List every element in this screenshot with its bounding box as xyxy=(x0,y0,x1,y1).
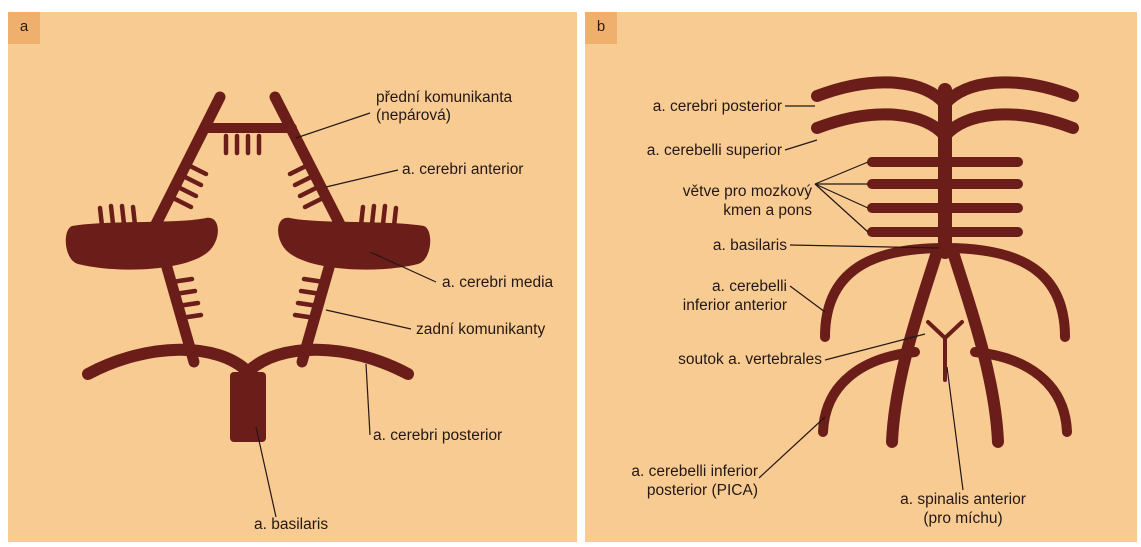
label-spinalis-anterior: a. spinalis anterior xyxy=(900,491,1026,508)
label-cerebelli-superior: a. cerebelli superior xyxy=(647,142,782,159)
posterior-cerebral-arteries xyxy=(88,350,408,374)
label-pica-2: posterior (PICA) xyxy=(647,482,758,499)
label-basilaris: a. basilaris xyxy=(254,516,328,533)
cerebelli-inferior-anterior-arteries xyxy=(825,248,1065,337)
label-cerebelli-inferior-anterior: a. cerebelli xyxy=(712,278,787,295)
panel-a: a xyxy=(8,12,577,542)
anterior-communicating-branches xyxy=(226,136,259,153)
label-posterior-communicating: zadní komunikanty xyxy=(416,321,545,338)
middle-cerebral-arteries xyxy=(66,218,431,270)
label-cerebri-posterior: a. cerebri posterior xyxy=(653,98,782,115)
label-brainstem-branches-2: kmen a pons xyxy=(723,202,812,219)
panel-b: b xyxy=(585,12,1137,542)
label-spinalis-anterior-2: (pro míchu) xyxy=(923,510,1002,527)
label-vertebrales: soutok a. vertebrales xyxy=(678,351,822,368)
label-brainstem-branches: větve pro mozkový xyxy=(683,183,812,200)
label-cerebri-posterior: a. cerebri posterior xyxy=(373,427,502,444)
spinal-anterior-artery xyxy=(928,322,962,380)
label-anterior-communicating-note: (nepárová) xyxy=(376,107,451,124)
label-cerebelli-inferior-anterior-2: inferior anterior xyxy=(683,297,787,314)
label-anterior-communicating: přední komunikanta xyxy=(376,89,513,106)
label-cerebri-media: a. cerebri media xyxy=(442,274,554,291)
label-basilaris: a. basilaris xyxy=(713,237,787,254)
circle-of-willis-diagram: přední komunikanta (nepárová) a. cerebri… xyxy=(8,12,577,542)
label-pica: a. cerebelli inferior xyxy=(631,463,758,480)
basilar-artery xyxy=(230,372,266,442)
vertebrobasilar-diagram: a. cerebri posterior a. cerebelli superi… xyxy=(585,12,1137,542)
label-cerebri-anterior: a. cerebri anterior xyxy=(402,161,523,178)
anterior-cerebral-branches xyxy=(171,164,325,207)
